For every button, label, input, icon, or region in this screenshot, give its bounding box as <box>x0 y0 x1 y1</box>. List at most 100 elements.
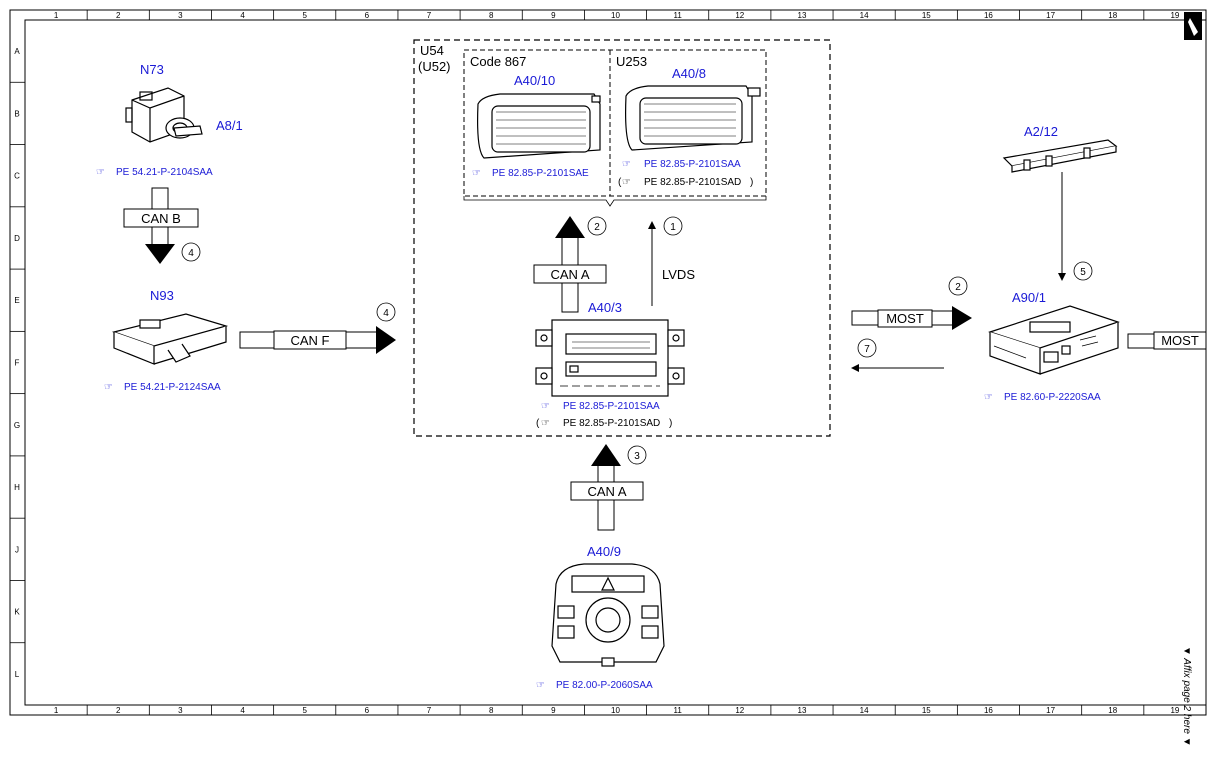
grid-column-label: 15 <box>922 706 931 715</box>
receiver-module-icon <box>988 305 1120 375</box>
antenna-module-icon <box>1002 139 1118 173</box>
u54-boundary: U54 (U52) <box>413 39 831 437</box>
a40-3-ref-icon: ☞ <box>541 401 550 412</box>
central-gateway-icon <box>111 313 229 365</box>
grid-column-label: 5 <box>302 706 307 715</box>
lvds-label: LVDS <box>662 267 695 282</box>
grid-column-label: 11 <box>674 11 683 20</box>
code-867-label: Code 867 <box>470 54 526 69</box>
grid-column-label: 2 <box>116 11 121 20</box>
marker-2a: 2 <box>594 222 600 233</box>
grid-column-label: 7 <box>427 11 432 20</box>
grid-column-label: 3 <box>178 706 183 715</box>
svg-text:(: ( <box>536 418 540 429</box>
n93-module: N93 ☞ PE 54.21-P-2124SAA <box>104 288 229 393</box>
can-a-lower-connection: CAN A 3 <box>570 444 647 531</box>
grid-column-label: 18 <box>1108 706 1117 715</box>
a40-8-ref-alt-icon: ☞ <box>622 177 631 188</box>
affix-page-note: ▼ Affix page 2 here ▼ <box>1181 646 1192 747</box>
grid-column-label: 14 <box>860 11 869 20</box>
marker-5: 5 <box>1080 267 1086 278</box>
grid-column-label: 9 <box>551 706 556 715</box>
marker-2b: 2 <box>955 282 961 293</box>
most-out-label: MOST <box>1161 333 1199 348</box>
grid-column-label: 8 <box>489 706 494 715</box>
grid-column-label: 6 <box>365 706 370 715</box>
n73-label: N73 <box>140 62 164 77</box>
a40-8-ref: PE 82.85-P-2101SAA <box>644 159 741 170</box>
n93-ref: PE 54.21-P-2124SAA <box>124 382 221 393</box>
grid-column-label: 7 <box>427 706 432 715</box>
grid-column-label: 16 <box>984 706 993 715</box>
n73-ref-icon: ☞ <box>96 167 105 178</box>
lvds-connection: LVDS 1 <box>648 216 695 306</box>
can-f-label: CAN F <box>291 333 330 348</box>
n73-ignition-switch: N73 A8/1 ☞ PE 54.21-P-2104SAA <box>96 62 243 178</box>
u54-label: U54 <box>420 43 444 58</box>
grid-row-label: K <box>14 608 20 617</box>
a40-9-ref-icon: ☞ <box>536 680 545 691</box>
most-in-label: MOST <box>886 311 924 326</box>
a40-3-ref-alt-icon: ☞ <box>541 418 550 429</box>
grid-column-label: 8 <box>489 11 494 20</box>
grid-column-label: 10 <box>611 706 620 715</box>
grid-column-label: 14 <box>860 706 869 715</box>
ignition-switch-icon <box>125 87 203 143</box>
a40-10-display: Code 867 A40/10 ☞ PE 82.85-P-2101SAE <box>470 54 601 179</box>
marker-3: 3 <box>634 451 640 462</box>
grid-column-label: 6 <box>365 11 370 20</box>
a40-8-label: A40/8 <box>672 66 706 81</box>
a8-1-label: A8/1 <box>216 118 243 133</box>
can-b-label: CAN B <box>141 211 181 226</box>
grid-column-label: 17 <box>1046 706 1055 715</box>
svg-text:): ) <box>669 418 672 429</box>
grid-column-label: 9 <box>551 11 556 20</box>
a40-10-ref-icon: ☞ <box>472 168 481 179</box>
marker-7: 7 <box>864 344 870 355</box>
n73-ref: PE 54.21-P-2104SAA <box>116 167 213 178</box>
grid-column-label: 12 <box>735 11 744 20</box>
a90-1-ref-icon: ☞ <box>984 392 993 403</box>
a40-3-label: A40/3 <box>588 300 622 315</box>
a40-3-head-unit: A40/3 ☞ PE 82.85-P-2101SAA ( ☞ PE 82.85-… <box>535 300 685 429</box>
can-a-upper-label: CAN A <box>550 267 589 282</box>
grid-row-label: B <box>14 109 19 118</box>
grid-column-label: 19 <box>1170 706 1179 715</box>
n93-ref-icon: ☞ <box>104 382 113 393</box>
grid-column-label: 1 <box>54 706 59 715</box>
a40-9-controller: A40/9 ☞ PE 82.00-P-2060SAA <box>536 544 665 691</box>
grid-column-label: 3 <box>178 11 183 20</box>
grid-column-label: 17 <box>1046 11 1055 20</box>
a90-1-ref: PE 82.60-P-2220SAA <box>1004 392 1101 403</box>
svg-text:(: ( <box>618 177 622 188</box>
grid-column-label: 18 <box>1108 11 1117 20</box>
grid-row-label: A <box>14 47 20 56</box>
marker-1: 1 <box>670 222 676 233</box>
can-f-connection: CAN F 4 <box>239 302 396 354</box>
a40-10-label: A40/10 <box>514 73 555 88</box>
a2-12-module: A2/12 5 <box>1002 124 1118 281</box>
marker-4b: 4 <box>383 308 389 319</box>
grid-column-label: 12 <box>735 706 744 715</box>
grid-column-label: 10 <box>611 11 620 20</box>
marker-4a: 4 <box>188 248 194 259</box>
most-out-connection: MOST <box>1127 331 1207 350</box>
grid-column-label: 15 <box>922 11 931 20</box>
grid-row-label: C <box>14 172 20 181</box>
grid-row-label: D <box>14 234 20 243</box>
a2-12-label: A2/12 <box>1024 124 1058 139</box>
grid-row-label: G <box>14 421 20 430</box>
most-in-connection: MOST 2 7 <box>851 276 972 372</box>
grid-column-label: 5 <box>302 11 307 20</box>
grid-column-label: 19 <box>1170 11 1179 20</box>
grid-column-label: 4 <box>240 706 245 715</box>
grid-column-label: 1 <box>54 11 59 20</box>
grid-column-label: 13 <box>798 706 807 715</box>
controller-icon <box>551 563 665 667</box>
a40-9-label: A40/9 <box>587 544 621 559</box>
grid-row-label: H <box>14 483 20 492</box>
grid-row-label: J <box>15 545 19 554</box>
grid-row-label: F <box>15 359 20 368</box>
